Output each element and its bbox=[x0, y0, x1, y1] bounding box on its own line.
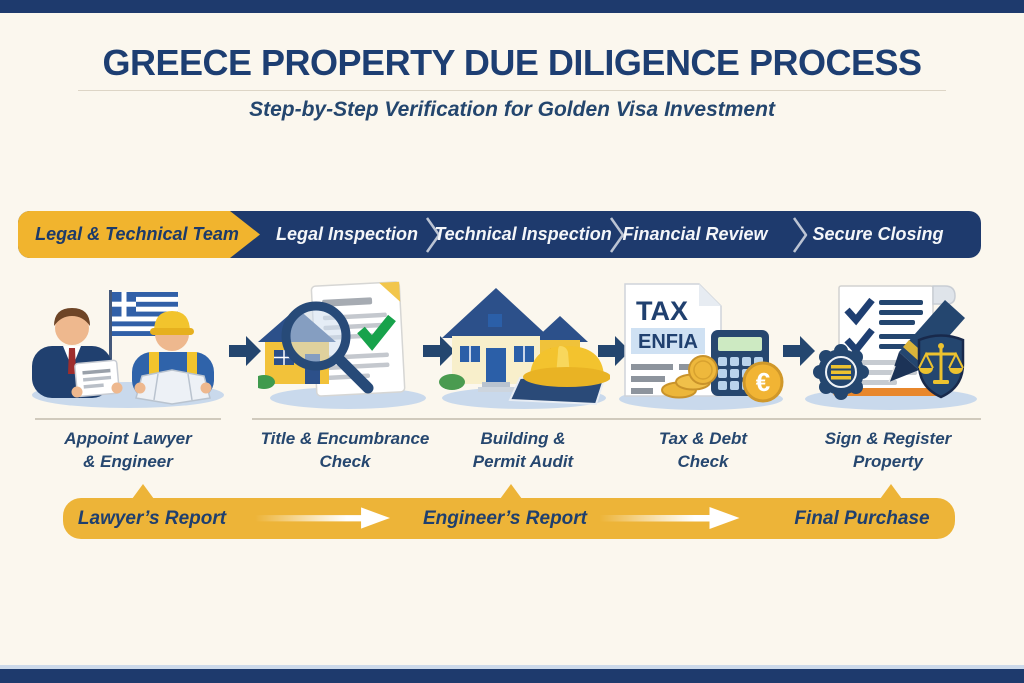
step-divider bbox=[795, 418, 981, 420]
stage-label-legal-inspection: Legal Inspection bbox=[275, 224, 419, 244]
hard-hat-icon bbox=[523, 346, 610, 387]
step-arrow-icon bbox=[783, 336, 815, 366]
contract-pen-seal-shield-illustration bbox=[805, 285, 977, 410]
tax-doc-title: TAX bbox=[636, 296, 688, 326]
page-subtitle: Step-by-Step Verification for Golden Vis… bbox=[249, 98, 775, 121]
step-label-line2: Check bbox=[319, 452, 371, 471]
svg-text:€: € bbox=[756, 367, 770, 397]
enfia-doc-label: ENFIA bbox=[638, 331, 698, 353]
step-divider bbox=[610, 418, 796, 420]
stage-label-secure-closing: Secure Closing bbox=[812, 224, 944, 244]
lawyer-figure bbox=[32, 308, 123, 398]
step-arrow-icon bbox=[423, 336, 455, 366]
step-label-line2: Check bbox=[677, 452, 729, 471]
justice-shield-icon bbox=[917, 334, 965, 399]
step-label-appoint-lawyer-engineer: Appoint Lawyer & Engineer bbox=[23, 427, 233, 473]
step-label-line1: Appoint Lawyer bbox=[64, 429, 192, 448]
milestone-final-purchase: Final Purchase bbox=[794, 508, 930, 529]
step-label-line1: Building & bbox=[480, 429, 566, 448]
timeline-arrow-icon bbox=[599, 507, 740, 529]
timeline-connector-triangle bbox=[880, 484, 902, 499]
seal-badge-icon bbox=[813, 344, 869, 400]
bottom-border-bar bbox=[0, 669, 1024, 683]
stage-label-technical-inspection: Technical Inspection bbox=[434, 224, 612, 244]
stage-label-legal-technical-team: Legal & Technical Team bbox=[35, 224, 239, 244]
step-label-sign-register-property: Sign & Register Property bbox=[783, 427, 993, 473]
top-border-bar bbox=[0, 0, 1024, 13]
step-label-line2: Property bbox=[853, 452, 923, 471]
tax-document-calculator-coins-illustration: TAX ENFIA € bbox=[619, 283, 784, 410]
gold-coins bbox=[661, 355, 718, 399]
engineer-figure bbox=[132, 311, 214, 405]
timeline-bar bbox=[63, 498, 955, 539]
milestone-engineers-report: Engineer’s Report bbox=[422, 508, 588, 529]
timeline-arrow-icon bbox=[255, 507, 390, 529]
bottom-accent-line bbox=[0, 665, 1024, 669]
house-document-magnifier-illustration bbox=[258, 281, 426, 409]
euro-coin-icon: € bbox=[742, 361, 784, 403]
magnifier-icon bbox=[281, 301, 374, 394]
house-hard-hat-illustration bbox=[439, 288, 610, 409]
step-label-line1: Title & Encumbrance bbox=[260, 429, 430, 448]
step-label-line2: Permit Audit bbox=[472, 452, 574, 471]
step-label-line2: & Engineer bbox=[83, 452, 173, 471]
step-divider bbox=[35, 418, 221, 420]
step-divider bbox=[252, 418, 438, 420]
lawyer-and-engineer-illustration bbox=[32, 290, 224, 408]
chevron-separator-icon bbox=[792, 217, 808, 253]
chevron-separator-icon bbox=[609, 217, 625, 253]
step-label-line1: Tax & Debt bbox=[658, 429, 748, 448]
title-divider bbox=[78, 90, 946, 91]
timeline-connector-triangle bbox=[132, 484, 154, 499]
active-stage-segment bbox=[18, 211, 230, 258]
milestone-lawyers-report: Lawyer’s Report bbox=[77, 508, 227, 529]
step-arrow-icon bbox=[598, 336, 630, 366]
stage-label-financial-review: Financial Review bbox=[622, 224, 768, 244]
step-label-line1: Sign & Register bbox=[824, 429, 952, 448]
step-divider bbox=[430, 418, 616, 420]
page-title: GREECE PROPERTY DUE DILIGENCE PROCESS bbox=[102, 42, 923, 83]
timeline-connector-triangle bbox=[500, 484, 522, 499]
green-check-icon bbox=[357, 314, 396, 351]
step-label-title-encumbrance-check: Title & Encumbrance Check bbox=[240, 427, 450, 473]
chevron-separator-icon bbox=[425, 217, 441, 253]
step-label-tax-debt-check: Tax & Debt Check bbox=[598, 427, 808, 473]
step-arrow-icon bbox=[229, 336, 261, 366]
step-label-building-permit-audit: Building & Permit Audit bbox=[418, 427, 628, 473]
